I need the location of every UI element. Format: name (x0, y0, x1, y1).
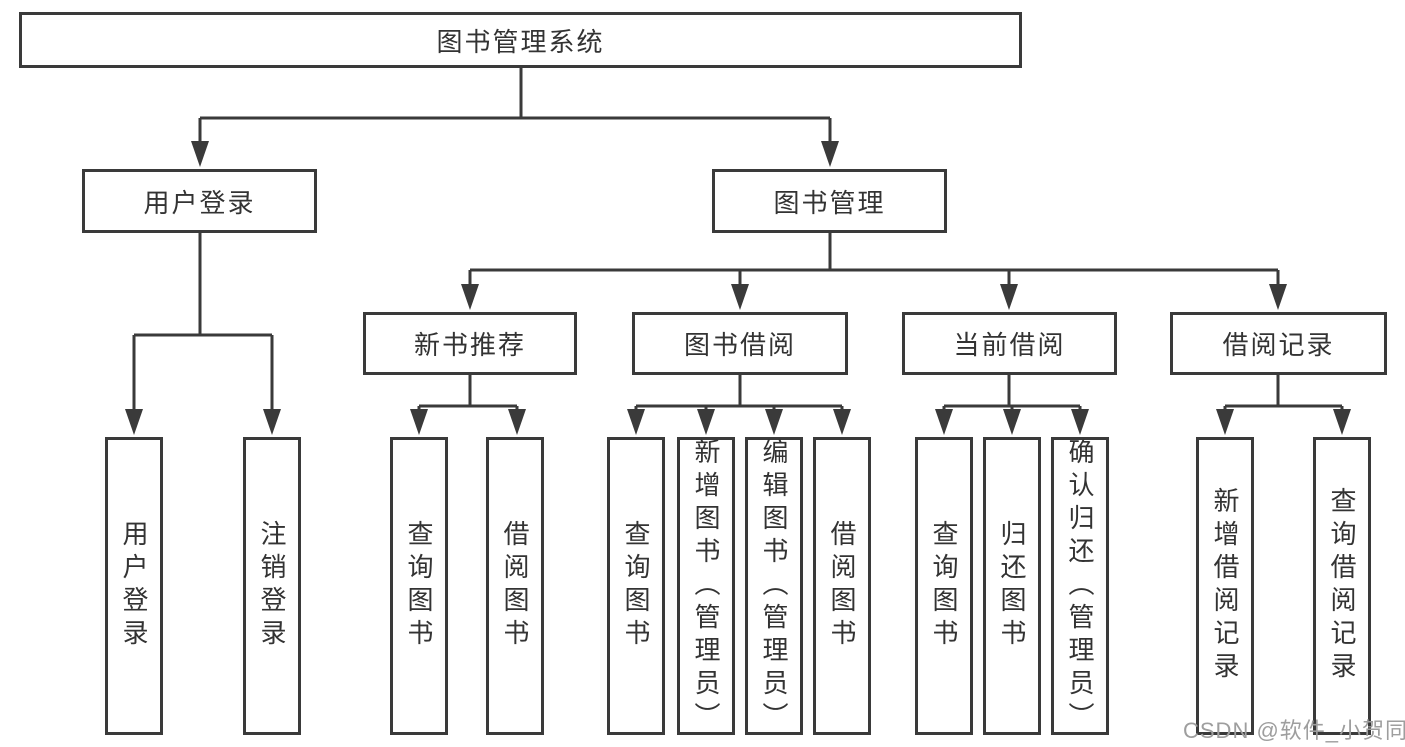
node-new-book-recommendation: 新书推荐 (363, 312, 577, 375)
leaf-return-book-label: 归还图书 (997, 520, 1027, 652)
leaf-logout: 注销登录 (243, 437, 301, 735)
leaf-edit-book-admin: 编辑图书（管理员） (745, 437, 803, 735)
leaf-user-login-label: 用户登录 (119, 520, 149, 652)
leaf-user-login: 用户登录 (105, 437, 163, 735)
leaf-edit-book-admin-label: 编辑图书（管理员） (759, 437, 789, 735)
leaf-confirm-return-admin: 确认归还（管理员） (1051, 437, 1109, 735)
leaf-query-books-current: 查询图书 (915, 437, 973, 735)
leaf-add-book-admin-label: 新增图书（管理员） (691, 437, 721, 735)
leaf-add-borrow-record-label: 新增借阅记录 (1210, 487, 1240, 685)
leaf-borrow-books-recommend: 借阅图书 (486, 437, 544, 735)
leaf-query-books-recommend: 查询图书 (390, 437, 448, 735)
leaf-query-books-current-label: 查询图书 (929, 520, 959, 652)
leaf-query-books-recommend-label: 查询图书 (404, 520, 434, 652)
node-library-management-system: 图书管理系统 (19, 12, 1022, 68)
node-user-login: 用户登录 (82, 169, 317, 233)
leaf-logout-label: 注销登录 (257, 520, 287, 652)
node-borrowing-records: 借阅记录 (1170, 312, 1387, 375)
leaf-borrow-books-label: 借阅图书 (827, 520, 857, 652)
leaf-return-book: 归还图书 (983, 437, 1041, 735)
leaf-query-borrow-record: 查询借阅记录 (1313, 437, 1371, 735)
leaf-add-book-admin: 新增图书（管理员） (677, 437, 735, 735)
leaf-query-books-borrow: 查询图书 (607, 437, 665, 735)
leaf-query-books-borrow-label: 查询图书 (621, 520, 651, 652)
csdn-watermark: CSDN @软件_小贺同学 (1183, 718, 1405, 743)
node-book-management: 图书管理 (712, 169, 947, 233)
leaf-add-borrow-record: 新增借阅记录 (1196, 437, 1254, 735)
node-current-borrowing: 当前借阅 (902, 312, 1117, 375)
leaf-borrow-books-recommend-label: 借阅图书 (500, 520, 530, 652)
leaf-borrow-books: 借阅图书 (813, 437, 871, 735)
node-book-borrowing: 图书借阅 (632, 312, 848, 375)
leaf-query-borrow-record-label: 查询借阅记录 (1327, 487, 1357, 685)
leaf-confirm-return-admin-label: 确认归还（管理员） (1065, 437, 1095, 735)
